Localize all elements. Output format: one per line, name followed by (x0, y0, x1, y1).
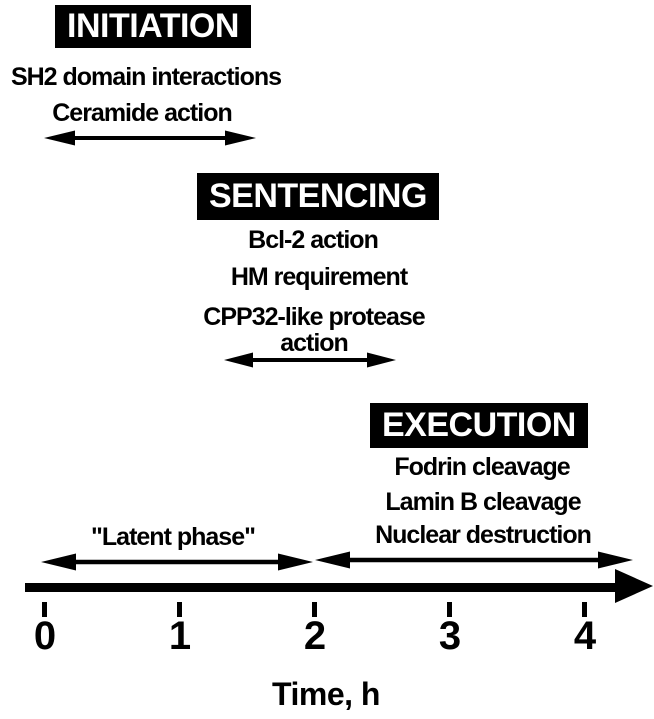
event-cpp32-like-protease-action: CPP32-like protease action (203, 303, 425, 357)
phase-header-sentencing: SENTENCING (197, 173, 439, 220)
latent-phase-range-arrow (41, 553, 313, 571)
nuclear-destruction-range-arrow (315, 551, 633, 569)
axis-tick-2 (311, 602, 317, 617)
phase-header-execution: EXECUTION (370, 403, 588, 448)
event-sh2-domain-interactions: SH2 domain interactions (10, 63, 282, 91)
event-nuclear-destruction: Nuclear destruction (375, 521, 592, 549)
axis-tick-label-2: 2 (303, 614, 327, 658)
sentencing-range-arrow (224, 352, 396, 368)
axis-tick-label-0: 0 (33, 614, 57, 658)
event-fodrin-cleavage: Fodrin cleavage (394, 453, 570, 481)
axis-tick-label-3: 3 (438, 614, 462, 658)
time-axis-title: Time, h (272, 676, 380, 712)
axis-tick-3 (446, 602, 452, 617)
event-lamin-b-cleavage: Lamin B cleavage (385, 488, 581, 516)
axis-tick-1 (176, 602, 182, 617)
initiation-range-arrow (44, 130, 256, 146)
latent-phase-label: "Latent phase" (91, 523, 256, 551)
phase-header-initiation: INITIATION (55, 5, 251, 48)
axis-tick-4 (581, 602, 587, 617)
axis-tick-label-1: 1 (168, 614, 192, 658)
event-hm-requirement: HM requirement (230, 263, 408, 291)
event-bcl2-action: Bcl-2 action (248, 226, 379, 254)
axis-tick-0 (41, 602, 47, 617)
event-ceramide-action: Ceramide action (52, 99, 233, 127)
time-axis-arrow (25, 569, 653, 603)
axis-tick-label-4: 4 (573, 614, 597, 658)
